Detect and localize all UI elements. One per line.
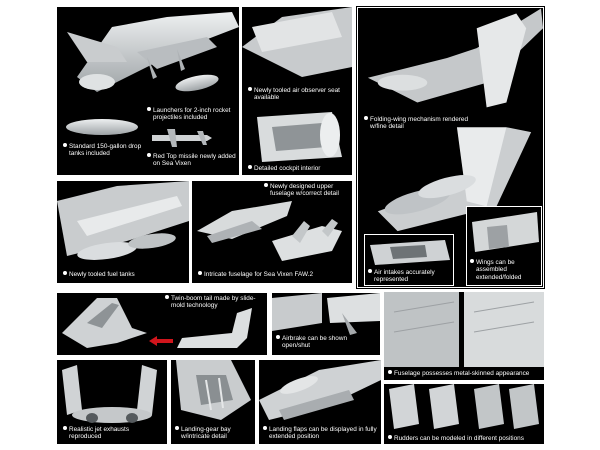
panel-jet-exhausts: Realistic jet exhausts reproduced bbox=[57, 360, 167, 444]
bullet-icon bbox=[63, 143, 67, 147]
caption-metal-skin-text: Fuselage possesses metal-skinned appeara… bbox=[394, 370, 530, 377]
rudders-illustration bbox=[389, 384, 539, 429]
caption-cockpit-interior: Detailed cockpit interior bbox=[248, 165, 320, 172]
cockpit-illustration bbox=[242, 7, 352, 162]
bullet-icon bbox=[364, 116, 368, 120]
panel-fuselage: Newly designed upper fuselage w/correct … bbox=[192, 181, 352, 283]
landing-flaps-illustration bbox=[259, 360, 381, 420]
caption-landing-flaps-text: Landing flaps can be displayed in fully … bbox=[269, 426, 377, 441]
wings-illustration bbox=[472, 212, 539, 252]
bullet-icon bbox=[147, 107, 151, 111]
caption-airbrake-text: Airbrake can be shown open/shut bbox=[282, 335, 348, 350]
caption-drop-tanks-text: Standard 150-gallon drop tanks included bbox=[69, 143, 142, 158]
fuel-tanks-illustration bbox=[57, 181, 189, 260]
caption-cockpit-interior-text: Detailed cockpit interior bbox=[254, 165, 321, 172]
airbrake-illustration bbox=[272, 293, 380, 335]
bullet-icon bbox=[248, 165, 252, 169]
caption-launchers-text: Launchers for 2-inch rocket projectiles … bbox=[153, 107, 231, 122]
bullet-icon bbox=[388, 370, 392, 374]
bullet-icon bbox=[63, 426, 67, 430]
panel-cockpit: Newly tooled air observer seat available… bbox=[242, 7, 352, 175]
panel-landing-flaps: Landing flaps can be displayed in fully … bbox=[259, 360, 381, 444]
panel-weapons-stores: Launchers for 2-inch rocket projectiles … bbox=[57, 7, 239, 175]
caption-twin-boom: Twin-boom tail made by slide-mold techno… bbox=[165, 295, 263, 310]
bullet-icon bbox=[470, 259, 474, 263]
caption-upper-fuselage: Newly designed upper fuselage w/correct … bbox=[264, 183, 352, 198]
bullet-icon bbox=[147, 153, 151, 157]
caption-gear-bay-text: Landing-gear bay w/intricate detail bbox=[181, 426, 231, 441]
gear-bay-illustration bbox=[176, 360, 251, 420]
caption-red-top: Red Top missile newly added on Sea Vixen bbox=[147, 153, 237, 168]
bullet-icon bbox=[368, 269, 372, 273]
jet-exhausts-illustration bbox=[62, 365, 157, 423]
caption-rudders-text: Rudders can be modeled in different posi… bbox=[394, 435, 524, 442]
panel-airbrake: Airbrake can be shown open/shut bbox=[272, 293, 380, 355]
caption-air-intakes: Air intakes accurately represented bbox=[368, 269, 452, 284]
bullet-icon bbox=[175, 426, 179, 430]
panel-twin-boom: Twin-boom tail made by slide-mold techno… bbox=[57, 293, 267, 355]
bullet-icon bbox=[263, 426, 267, 430]
caption-observer-seat-text: Newly tooled air observer seat available bbox=[254, 87, 340, 102]
caption-jet-exhausts-text: Realistic jet exhausts reproduced bbox=[69, 426, 130, 441]
inset-air-intakes: Air intakes accurately represented bbox=[364, 234, 454, 286]
bullet-icon bbox=[165, 295, 169, 299]
panel-fuel-tanks: Newly tooled fuel tanks bbox=[57, 181, 189, 283]
fuselage-illustration bbox=[197, 201, 342, 261]
weapons-stores-illustration bbox=[66, 12, 239, 147]
caption-drop-tanks: Standard 150-gallon drop tanks included bbox=[63, 143, 147, 158]
bullet-icon bbox=[248, 87, 252, 91]
caption-landing-flaps: Landing flaps can be displayed in fully … bbox=[263, 426, 381, 441]
caption-wings-text: Wings can be assembled extended/folded bbox=[476, 259, 522, 281]
caption-intricate-fuselage-text: Intricate fuselage for Sea Vixen FAW.2 bbox=[204, 271, 314, 278]
twin-boom-illustration bbox=[62, 298, 252, 348]
caption-jet-exhausts: Realistic jet exhausts reproduced bbox=[63, 426, 163, 441]
caption-intricate-fuselage: Intricate fuselage for Sea Vixen FAW.2 bbox=[198, 271, 313, 278]
caption-fuel-tanks: Newly tooled fuel tanks bbox=[63, 271, 135, 278]
caption-air-intakes-text: Air intakes accurately represented bbox=[374, 269, 435, 284]
caption-wings: Wings can be assembled extended/folded bbox=[470, 259, 541, 281]
caption-rudders: Rudders can be modeled in different posi… bbox=[388, 435, 524, 442]
panel-rudders: Rudders can be modeled in different posi… bbox=[384, 384, 544, 444]
air-intakes-illustration bbox=[370, 240, 450, 265]
panel-folding-wing: Folding-wing mechanism rendered w/fine d… bbox=[356, 6, 545, 289]
red-arrow-icon bbox=[149, 336, 173, 346]
bullet-icon bbox=[276, 335, 280, 339]
bullet-icon bbox=[198, 271, 202, 275]
folding-wing-illustration bbox=[367, 8, 543, 232]
metal-skin-illustration bbox=[384, 292, 544, 367]
inset-wings-extended-folded: Wings can be assembled extended/folded bbox=[466, 206, 542, 286]
caption-folding-wing-text: Folding-wing mechanism rendered w/fine d… bbox=[370, 116, 469, 131]
caption-gear-bay: Landing-gear bay w/intricate detail bbox=[175, 426, 255, 441]
bullet-icon bbox=[264, 183, 268, 187]
caption-airbrake: Airbrake can be shown open/shut bbox=[276, 335, 372, 350]
caption-fuel-tanks-text: Newly tooled fuel tanks bbox=[69, 271, 135, 278]
caption-twin-boom-text: Twin-boom tail made by slide-mold techno… bbox=[171, 295, 256, 310]
bullet-icon bbox=[63, 271, 67, 275]
caption-launchers: Launchers for 2-inch rocket projectiles … bbox=[147, 107, 237, 122]
caption-upper-fuselage-text: Newly designed upper fuselage w/correct … bbox=[270, 183, 339, 198]
caption-observer-seat: Newly tooled air observer seat available bbox=[248, 87, 346, 102]
caption-red-top-text: Red Top missile newly added on Sea Vixen bbox=[153, 153, 236, 168]
bullet-icon bbox=[388, 435, 392, 439]
panel-gear-bay: Landing-gear bay w/intricate detail bbox=[171, 360, 255, 444]
caption-folding-wing: Folding-wing mechanism rendered w/fine d… bbox=[364, 116, 480, 131]
panel-metal-skin: Fuselage possesses metal-skinned appeara… bbox=[384, 292, 544, 380]
caption-metal-skin: Fuselage possesses metal-skinned appeara… bbox=[388, 370, 529, 377]
